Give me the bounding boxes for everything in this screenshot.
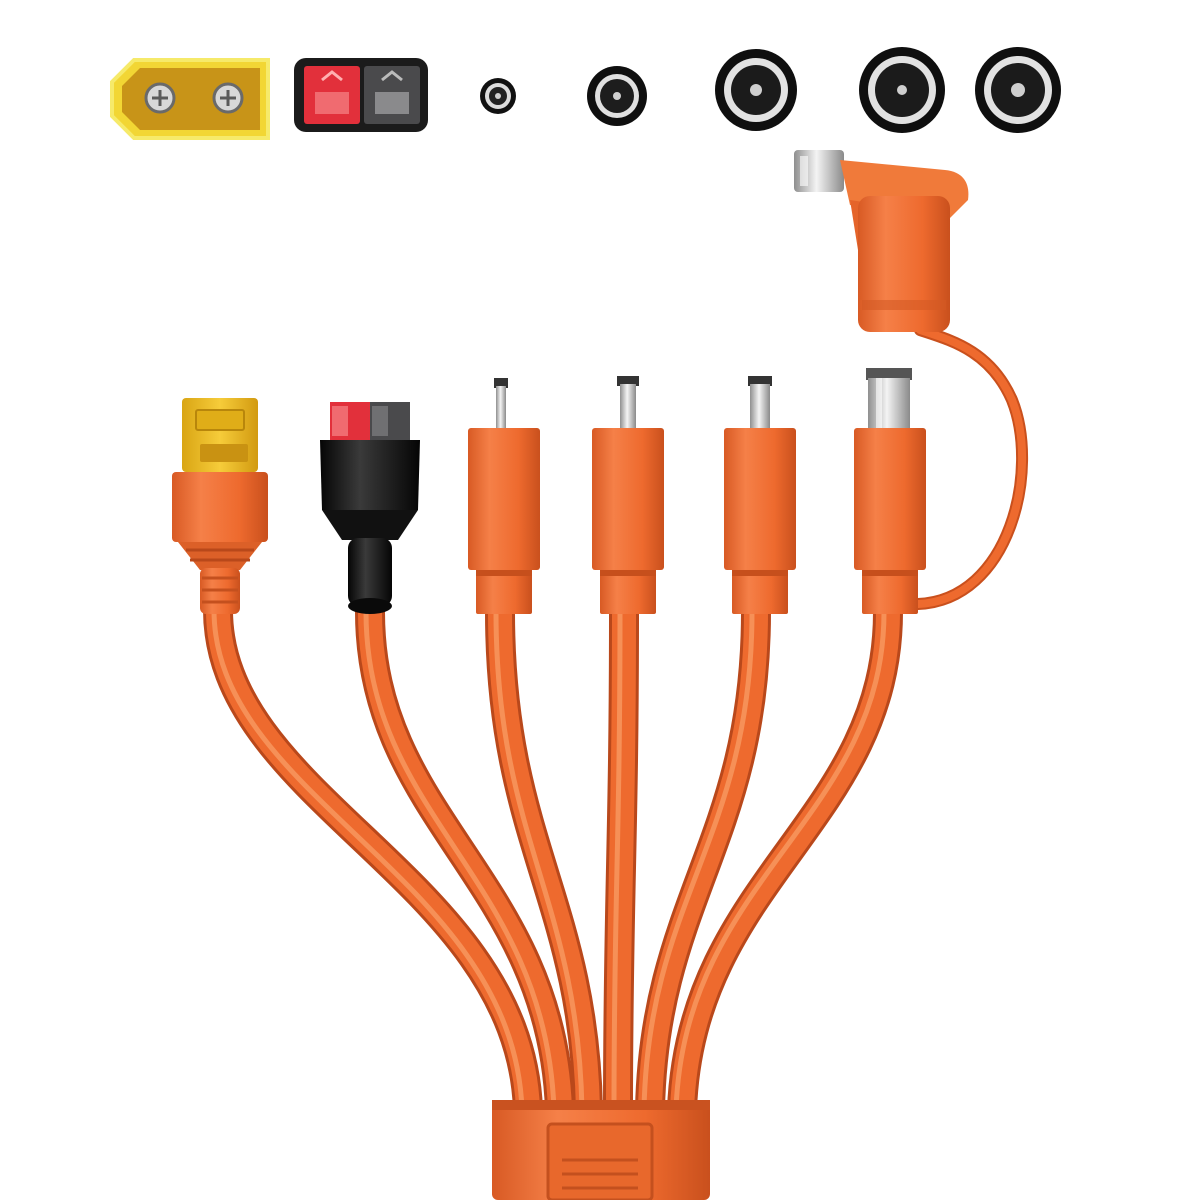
cable-2 <box>355 597 575 1125</box>
xt60-face-icon <box>110 58 270 140</box>
dc-plug-3 <box>724 376 796 614</box>
cable-4 <box>603 597 639 1125</box>
dc-barrel-large-face-icon <box>715 49 797 131</box>
angled-adapter <box>794 150 969 332</box>
dc-barrel-large-face-icon-3 <box>975 47 1061 133</box>
dc-plug-4 <box>854 368 926 614</box>
adapter-tether <box>912 324 1029 610</box>
cable-3 <box>485 597 603 1125</box>
xt60-connector <box>172 398 268 614</box>
dc-barrel-small-face-icon <box>480 78 516 114</box>
splitter-hub <box>492 1100 710 1200</box>
anderson-connector <box>320 402 420 614</box>
dc-plug-2 <box>592 376 664 614</box>
dc-barrel-medium-face-icon <box>587 66 647 126</box>
cable-6 <box>667 597 903 1125</box>
top-row-icons <box>110 47 1061 140</box>
dc-plug-1 <box>468 378 540 614</box>
cables <box>203 324 1029 1125</box>
dc-barrel-large-face-icon-2 <box>859 47 945 133</box>
cable-5 <box>635 597 771 1125</box>
anderson-face-icon <box>294 58 428 132</box>
cable-1 <box>203 595 543 1125</box>
